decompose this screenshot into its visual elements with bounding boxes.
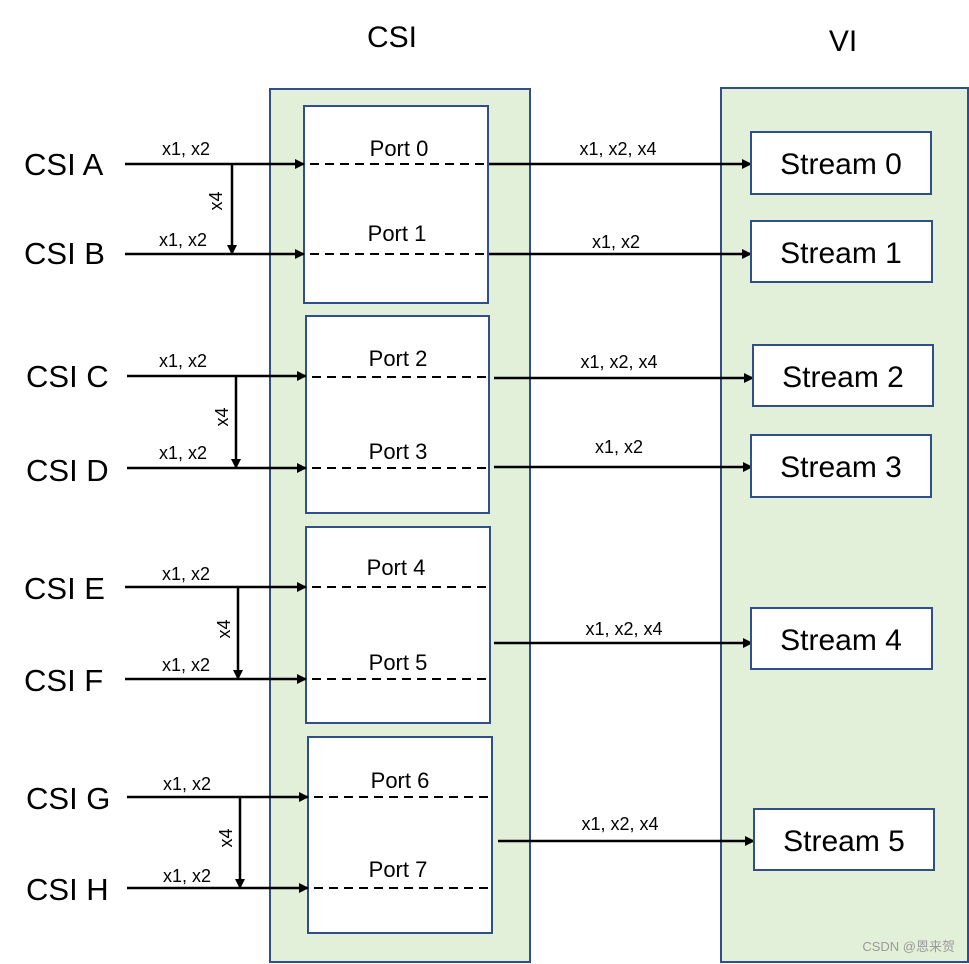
input-lane-label-g: x1, x2 xyxy=(163,774,211,794)
input-label-d: CSI D xyxy=(26,453,109,488)
port-label-4: Port 4 xyxy=(367,555,426,580)
port-box-6-7 xyxy=(307,736,493,934)
stream-label-2: Stream 2 xyxy=(782,361,904,394)
input-lane-label-d: x1, x2 xyxy=(159,443,207,463)
csi-header: CSI xyxy=(367,21,417,54)
output-lane-label-0: x1, x2, x4 xyxy=(579,139,656,159)
port-label-2: Port 2 xyxy=(369,346,428,371)
port-label-3: Port 3 xyxy=(369,439,428,464)
stream-box-2 xyxy=(752,344,934,407)
stream-box-4 xyxy=(750,607,933,670)
port-box-4-5 xyxy=(305,526,491,724)
merge-lane-label-ab: x4 xyxy=(206,191,226,210)
input-lane-label-a: x1, x2 xyxy=(162,139,210,159)
vi-header: VI xyxy=(829,25,857,58)
input-lane-label-c: x1, x2 xyxy=(159,351,207,371)
stream-label-1: Stream 1 xyxy=(780,237,902,270)
input-label-g: CSI G xyxy=(26,781,110,816)
stream-label-3: Stream 3 xyxy=(780,451,902,484)
port-box-2-3 xyxy=(305,315,490,514)
input-lane-label-b: x1, x2 xyxy=(159,230,207,250)
output-lane-label-2: x1, x2, x4 xyxy=(580,352,657,372)
output-lane-label-1: x1, x2 xyxy=(592,232,640,252)
input-label-b: CSI B xyxy=(24,236,105,271)
input-label-c: CSI C xyxy=(26,359,109,394)
merge-lane-label-gh: x4 xyxy=(216,828,236,847)
stream-box-5 xyxy=(753,808,935,871)
stream-label-5: Stream 5 xyxy=(783,825,905,858)
output-lane-label-5: x1, x2, x4 xyxy=(581,814,658,834)
input-lane-label-e: x1, x2 xyxy=(162,564,210,584)
port-label-5: Port 5 xyxy=(369,650,428,675)
output-lane-label-3: x1, x2 xyxy=(595,437,643,457)
port-label-0: Port 0 xyxy=(370,136,429,161)
merge-lane-label-cd: x4 xyxy=(212,407,232,426)
input-label-e: CSI E xyxy=(24,571,105,606)
port-label-1: Port 1 xyxy=(368,221,427,246)
port-label-7: Port 7 xyxy=(369,857,428,882)
stream-box-0 xyxy=(750,131,932,195)
input-label-f: CSI F xyxy=(24,663,103,698)
input-label-h: CSI H xyxy=(26,872,109,907)
input-lane-label-f: x1, x2 xyxy=(162,655,210,675)
input-label-a: CSI A xyxy=(24,147,104,182)
input-lane-label-h: x1, x2 xyxy=(163,866,211,886)
stream-label-0: Stream 0 xyxy=(780,148,902,181)
output-lane-label-4: x1, x2, x4 xyxy=(585,619,662,639)
merge-lane-label-ef: x4 xyxy=(214,619,234,638)
stream-label-4: Stream 4 xyxy=(780,624,902,657)
port-label-6: Port 6 xyxy=(371,768,430,793)
watermark: CSDN @恩来贺 xyxy=(862,939,955,954)
port-box-0-1 xyxy=(303,105,489,304)
stream-box-1 xyxy=(750,220,933,283)
stream-box-3 xyxy=(750,434,932,498)
